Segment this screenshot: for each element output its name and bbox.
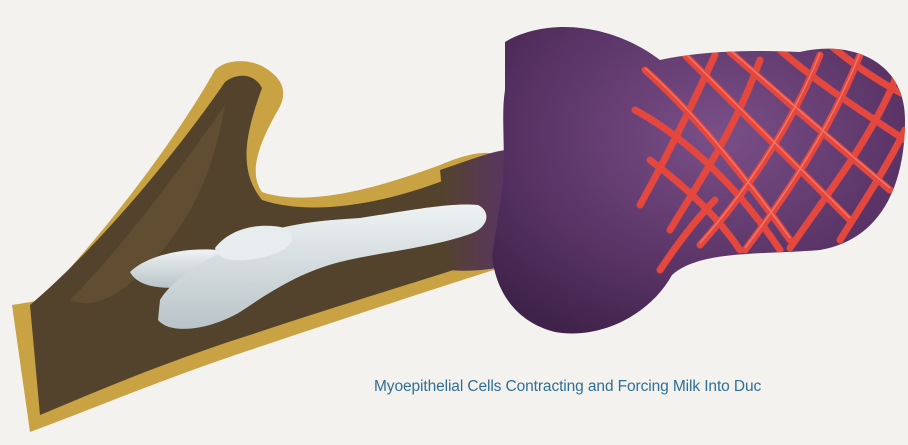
figure-caption: Myoepithelial Cells Contracting and Forc… <box>374 378 761 396</box>
